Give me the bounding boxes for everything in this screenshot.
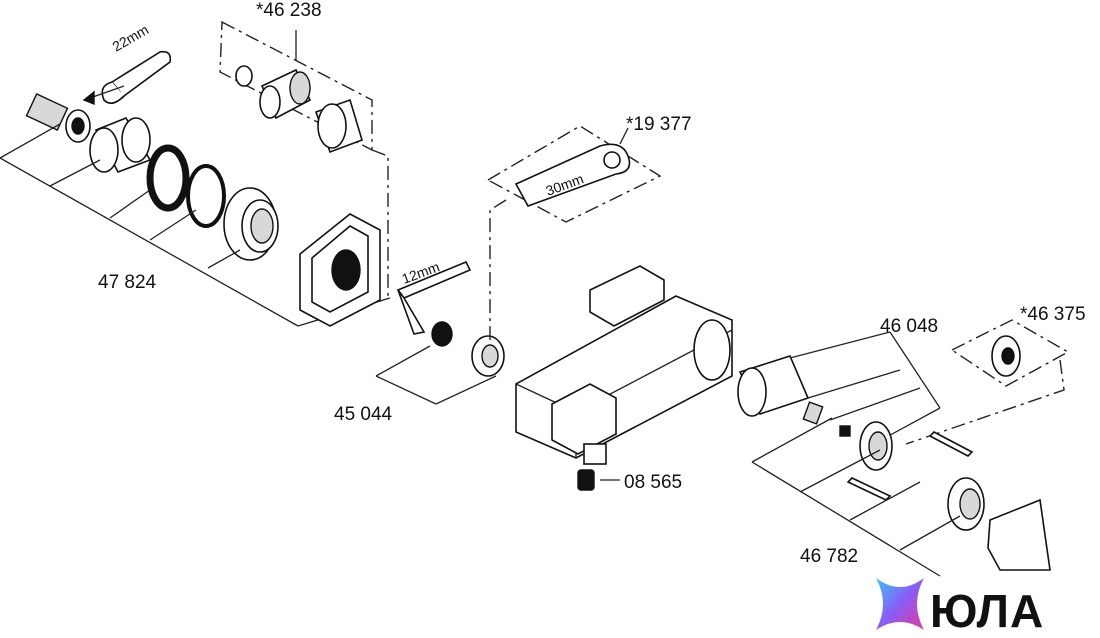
- square-rosette: [299, 213, 381, 327]
- label-46375: *46 375: [1020, 304, 1086, 325]
- connector-nipple: [25, 93, 91, 143]
- sleeve: [89, 116, 152, 173]
- watermark-text: ЮЛА: [930, 585, 1045, 637]
- hex-key-12mm: [396, 260, 472, 335]
- wrench-22mm: [82, 50, 172, 106]
- set-46238-box: [219, 20, 389, 300]
- part-45044: [375, 321, 505, 405]
- set-46375-box: [905, 319, 1070, 445]
- wrench-22mm-label: 22mm: [110, 21, 152, 54]
- label-46048: 46 048: [880, 316, 938, 337]
- label-08565: 08 565: [624, 472, 682, 493]
- cartridge: [737, 331, 941, 447]
- part-08565: [577, 469, 620, 491]
- label-46782: 46 782: [800, 546, 858, 567]
- o-ring-1: [146, 144, 190, 212]
- watermark-logo-icon: [876, 578, 924, 630]
- label-19377: *19 377: [626, 114, 692, 135]
- label-46238: *46 238: [256, 0, 322, 21]
- label-45044: 45 044: [334, 404, 393, 425]
- mixer-body: [515, 265, 733, 465]
- o-ring-2: [186, 164, 226, 228]
- bracket-47824: [0, 123, 391, 327]
- handle-assembly: [751, 417, 1051, 577]
- set-19377-box: [486, 125, 662, 340]
- threaded-nut: [223, 187, 279, 261]
- label-47824: 47 824: [98, 272, 157, 293]
